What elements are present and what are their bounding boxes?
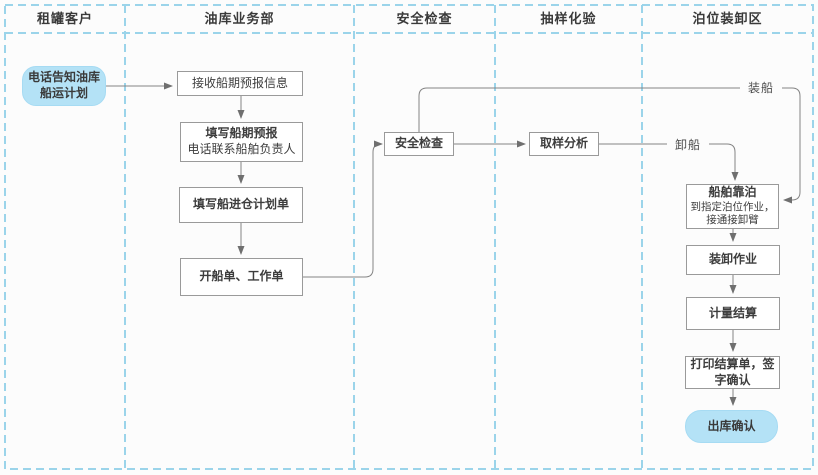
node-print-settlement-sign: 打印结算单，签 字确认 (685, 356, 780, 389)
node-ship-berthing-title: 船舶靠泊 (708, 185, 757, 200)
lane-header-sampling: 抽样化验 (540, 11, 597, 26)
node-ship-berthing: 船舶靠泊 到指定泊位作业， 接通接卸臂 (686, 184, 779, 229)
lane-frame (4, 4, 814, 470)
node-loading-unloading-ops: 装卸作业 (686, 245, 780, 275)
node-fill-forecast-title: 填写船期预报 (205, 126, 278, 141)
lane-header-customer: 租罐客户 (36, 11, 93, 26)
node-receive-forecast: 接收船期预报信息 (177, 71, 303, 96)
node-fill-forecast: 填写船期预报 电话联系船舶负责人 (180, 122, 303, 162)
node-issue-orders: 开船单、工作单 (180, 258, 303, 296)
node-ship-berthing-subtitle: 到指定泊位作业， 接通接卸臂 (690, 200, 775, 227)
edge-issue-to-safety (303, 140, 383, 278)
node-sampling-analysis: 取样分析 (529, 132, 599, 156)
edge-label-loading: 装船 (740, 80, 782, 96)
lane-header-berth: 泊位装卸区 (692, 11, 763, 26)
lane-header-depot: 油库业务部 (204, 11, 275, 26)
edge-label-unloading: 卸船 (667, 137, 709, 153)
node-start-notify-depot: 电话告知油库 船运计划 (22, 66, 106, 106)
flow-edges (106, 82, 801, 406)
node-outbound-confirm: 出库确认 (685, 410, 778, 443)
node-measurement-settlement: 计量结算 (686, 297, 780, 330)
node-fill-warehouse-plan: 填写船进仓计划单 (179, 187, 303, 223)
lane-header-safety: 安全检查 (396, 11, 453, 26)
node-safety-check: 安全检查 (384, 132, 454, 156)
edge-sampling-unloading-to-berth (599, 143, 739, 181)
node-fill-forecast-subtitle: 电话联系船舶负责人 (187, 142, 296, 156)
edge-safety-loading-to-berth (418, 87, 801, 204)
